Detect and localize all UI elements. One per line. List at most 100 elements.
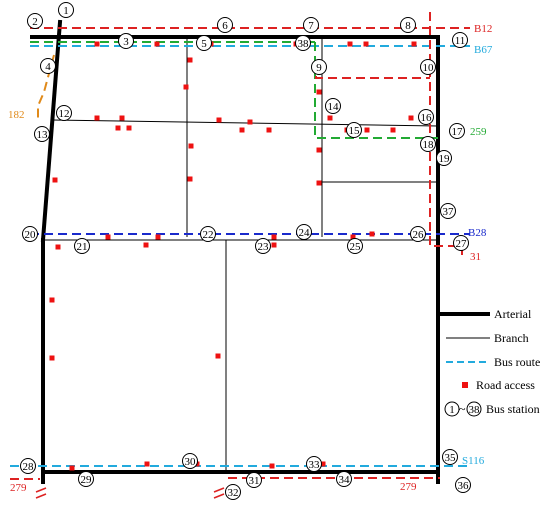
road-access-point xyxy=(363,41,369,47)
bus-station-18: 18 xyxy=(420,136,436,152)
bus-station-circle xyxy=(440,203,456,219)
bus-station-30: 30 xyxy=(182,453,198,469)
bus-station-circle xyxy=(311,59,327,75)
bus-station-circle xyxy=(453,235,469,251)
road-access-point xyxy=(69,465,75,471)
road-access-point xyxy=(408,115,414,121)
bus-station-number: 17 xyxy=(452,126,464,138)
legend-branch-label: Branch xyxy=(494,331,529,345)
bus-station-21: 21 xyxy=(74,238,90,254)
bus-station-circle xyxy=(410,226,426,242)
bus-station-number: 20 xyxy=(25,229,37,241)
bus-station-circle xyxy=(255,238,271,254)
road-access-point xyxy=(266,127,272,133)
bus-station-number: 4 xyxy=(45,61,51,73)
bus-station-4: 4 xyxy=(40,58,56,74)
bus-station-number: 22 xyxy=(203,229,214,241)
branch-road xyxy=(51,119,439,127)
road-access-point xyxy=(55,244,61,250)
bus-station-circle xyxy=(336,471,352,487)
bus-station-circle xyxy=(420,59,436,75)
bus-station-26: 26 xyxy=(410,226,426,242)
route-labels: B12 B67 182 259 B28 31 S116 279 279 xyxy=(8,23,493,494)
bus-station-number: 15 xyxy=(349,125,361,137)
bus-station-circle xyxy=(225,484,241,500)
bus-station-circle xyxy=(306,456,322,472)
legend-station-icon-start-num: 1 xyxy=(449,404,455,416)
bus-station-32: 32 xyxy=(225,484,241,500)
bus-station-number: 38 xyxy=(298,38,310,50)
legend-station-icon-start xyxy=(444,401,460,417)
road-access-point xyxy=(94,115,100,121)
bus-station-number: 7 xyxy=(308,20,314,32)
road-access-point xyxy=(187,176,193,182)
route-label-31: 31 xyxy=(470,251,481,263)
bus-station-number: 28 xyxy=(23,461,35,473)
legend: Arterial Branch Bus route Road access 1 … xyxy=(440,307,540,417)
bus-station-number: 2 xyxy=(32,16,38,28)
route-label-279-right: 279 xyxy=(400,481,417,493)
legend-road-access-swatch xyxy=(462,382,468,388)
bus-station-circle xyxy=(295,35,311,51)
road-access-point xyxy=(347,41,353,47)
bus-station-circle xyxy=(420,136,436,152)
bus-station-11: 11 xyxy=(452,32,468,48)
bus-station-circle xyxy=(325,98,341,114)
bus-station-number: 29 xyxy=(81,474,93,486)
bus-station-circle xyxy=(58,2,74,18)
bus-station-number: 23 xyxy=(258,241,270,253)
bus-station-2: 2 xyxy=(27,13,43,29)
bus-station-number: 12 xyxy=(59,108,70,120)
bus-station-circle xyxy=(217,17,233,33)
road-access-points xyxy=(49,41,417,471)
road-access-point xyxy=(215,353,221,359)
bus-station-17: 17 xyxy=(449,123,465,139)
bus-station-number: 32 xyxy=(228,487,239,499)
break-mark xyxy=(213,493,225,499)
bus-station-38: 38 xyxy=(295,35,311,51)
road-access-point xyxy=(49,355,55,361)
bus-station-33: 33 xyxy=(306,456,322,472)
bus-station-1: 1 xyxy=(58,2,74,18)
bus-station-16: 16 xyxy=(418,109,434,125)
bus-station-number: 19 xyxy=(439,153,451,165)
road-access-point xyxy=(316,147,322,153)
bus-station-5: 5 xyxy=(196,35,212,51)
bus-station-number: 13 xyxy=(37,129,49,141)
bus-station-14: 14 xyxy=(325,98,341,114)
legend-road-access-label: Road access xyxy=(476,378,535,392)
road-access-point xyxy=(271,234,277,240)
bus-station-number: 34 xyxy=(339,474,351,486)
bus-station-circle xyxy=(303,17,319,33)
arterial-roads xyxy=(30,19,440,484)
arterial-road xyxy=(40,19,63,243)
road-access-point xyxy=(188,143,194,149)
bus-station-circle xyxy=(196,35,212,51)
road-access-point xyxy=(316,180,322,186)
bus-station-36: 36 xyxy=(455,477,471,493)
bus-station-circle xyxy=(346,122,362,138)
bus-station-number: 16 xyxy=(421,112,433,124)
road-access-point xyxy=(247,119,253,125)
bus-station-number: 18 xyxy=(423,139,435,151)
road-access-point xyxy=(327,115,333,121)
road-access-point xyxy=(105,234,111,240)
road-access-point xyxy=(239,127,245,133)
bus-station-circle xyxy=(118,33,134,49)
legend-bus-station-label: Bus station xyxy=(486,402,540,416)
bus-station-29: 29 xyxy=(78,471,94,487)
bus-station-19: 19 xyxy=(436,150,452,166)
route-label-259: 259 xyxy=(470,126,487,138)
bus-station-number: 10 xyxy=(423,62,435,74)
road-access-point xyxy=(350,234,356,240)
bus-route-red-right xyxy=(315,62,430,79)
bus-station-circle xyxy=(182,453,198,469)
bus-station-25: 25 xyxy=(347,238,363,254)
road-access-point xyxy=(154,41,160,47)
legend-station-icon-end xyxy=(466,401,482,417)
bus-station-circle xyxy=(200,226,216,242)
bus-station-number: 25 xyxy=(350,241,362,253)
bus-station-9: 9 xyxy=(311,59,327,75)
road-break-marks xyxy=(35,487,225,499)
bus-station-circle xyxy=(400,17,416,33)
